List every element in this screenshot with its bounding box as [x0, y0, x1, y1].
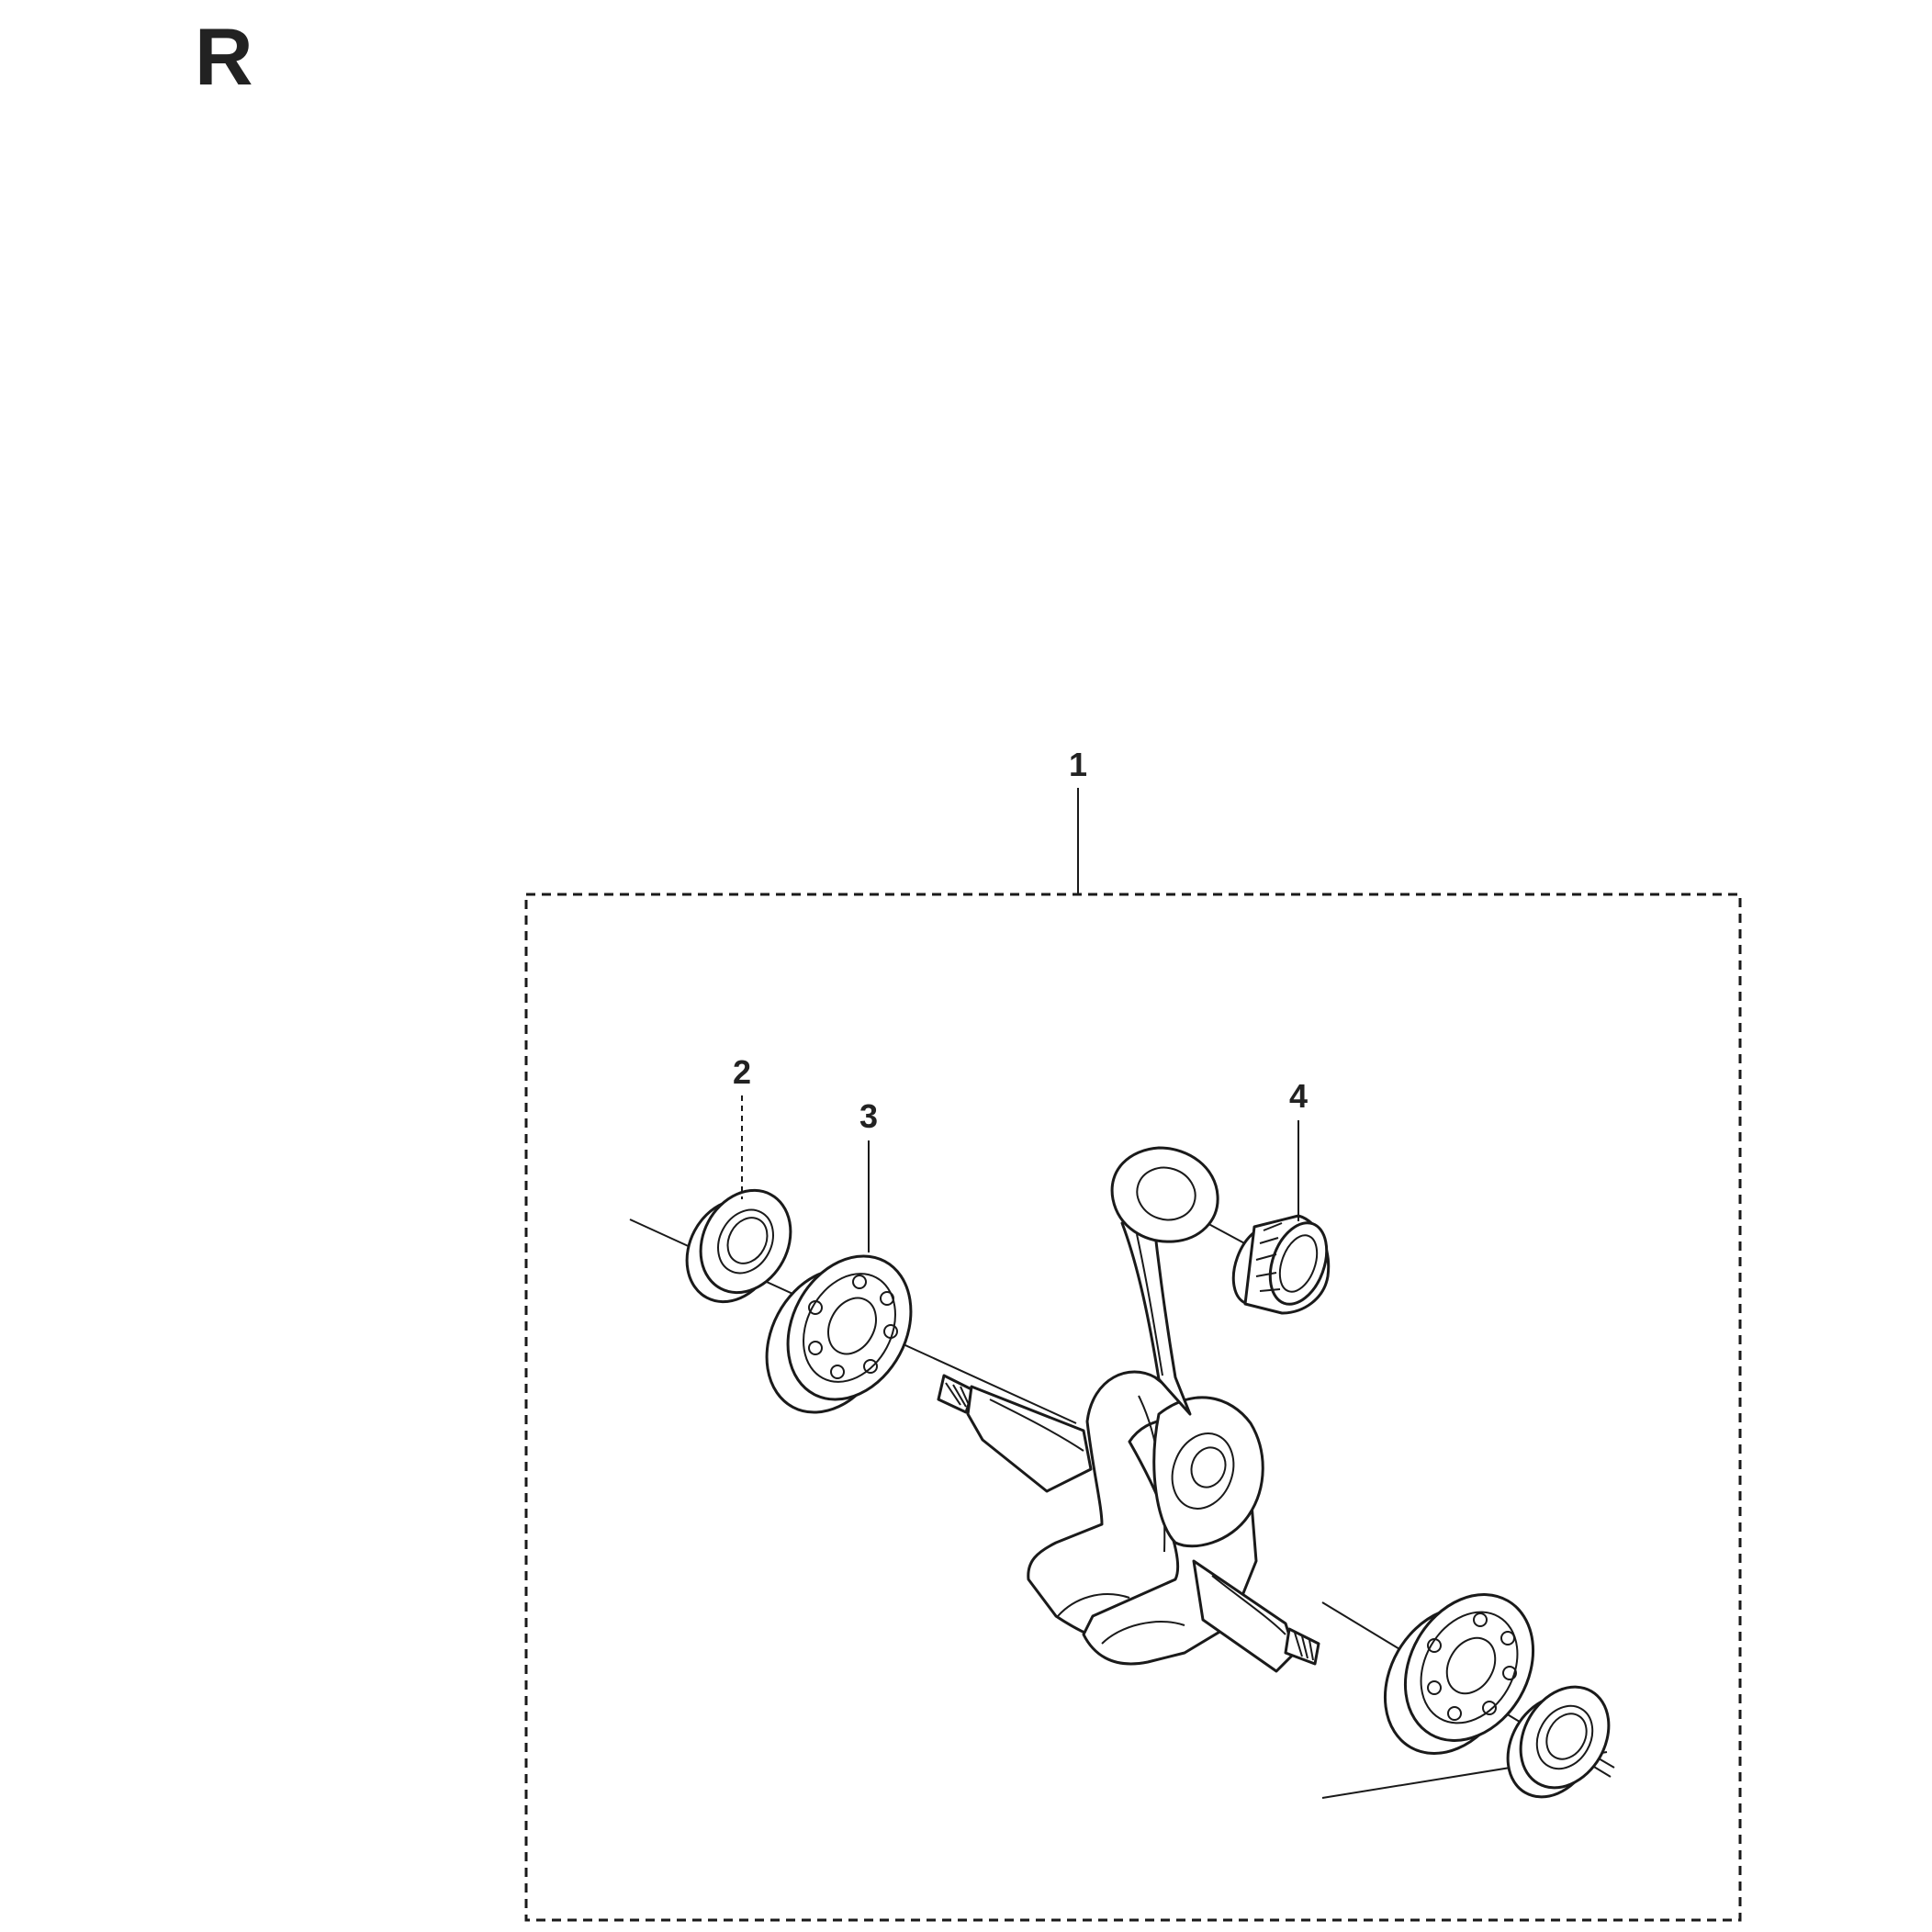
crankshaft[interactable] — [937, 1146, 1320, 1673]
bearing-right[interactable] — [1360, 1571, 1559, 1776]
callout-1[interactable]: 1 — [1069, 746, 1087, 783]
needle-bearing[interactable] — [1224, 1214, 1338, 1315]
bearing-left[interactable] — [743, 1234, 935, 1433]
callout-1-group: 1 — [1069, 746, 1087, 894]
seal-left[interactable] — [669, 1174, 808, 1318]
callout-2[interactable]: 2 — [733, 1053, 751, 1091]
callout-3-group: 3 — [859, 1097, 878, 1252]
callout-4-group: 4 — [1289, 1077, 1308, 1221]
seal-right[interactable] — [1490, 1671, 1626, 1813]
callout-4[interactable]: 4 — [1289, 1077, 1308, 1115]
callout-2-group: 2 — [733, 1053, 751, 1199]
callout-3[interactable]: 3 — [859, 1097, 878, 1135]
section-letter: R — [195, 11, 253, 102]
assembly-boundary — [524, 893, 1742, 1922]
